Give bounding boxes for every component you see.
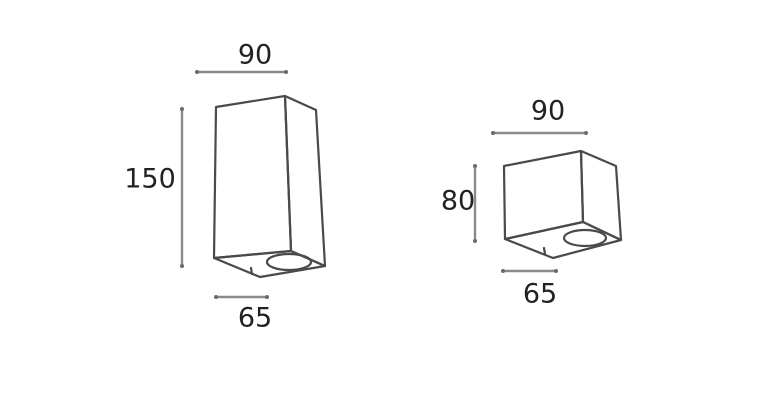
tall-fixture-drawing [180, 70, 327, 299]
short-light-aperture-icon [562, 228, 608, 248]
short-width-label: 90 [530, 95, 566, 127]
short-fixture-body [502, 149, 623, 260]
tall-width-dimension-line [195, 70, 288, 74]
tall-fixture-body [212, 94, 327, 279]
short-height-label: 80 [440, 185, 476, 217]
short-depth-label: 65 [522, 278, 558, 310]
tall-width-label: 90 [237, 39, 273, 71]
short-depth-dimension-line [501, 269, 558, 273]
short-width-dimension-line [491, 131, 588, 135]
tall-depth-label: 65 [237, 302, 273, 334]
tall-height-dimension-line [180, 107, 184, 268]
short-height-dimension-line [473, 164, 477, 243]
short-screw-icon [542, 246, 547, 256]
tall-height-label: 150 [124, 163, 176, 195]
tall-screw-icon [249, 266, 254, 276]
tall-light-aperture-icon [265, 252, 313, 272]
tall-depth-dimension-line [214, 295, 269, 299]
short-fixture-drawing [473, 131, 623, 273]
